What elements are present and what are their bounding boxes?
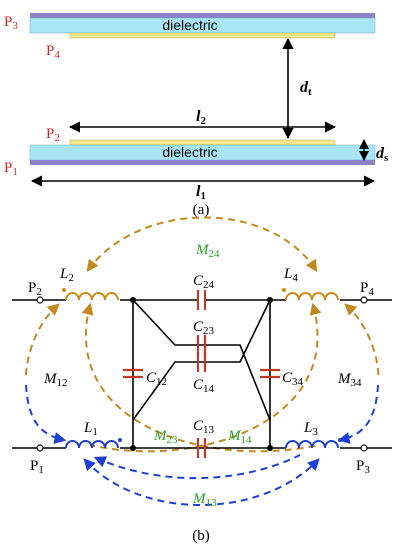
- mutual-m24-curve: [86, 216, 318, 273]
- label-p4: P4: [360, 280, 374, 298]
- l2-label: l2: [196, 108, 206, 127]
- junction-top-right: [267, 297, 273, 303]
- dot-l3: [338, 438, 342, 442]
- panel-b: M24 L2 L4 P2 P4 C24 C23 C12 C14 C34 M12 …: [12, 216, 392, 544]
- mutual-m34-curve-upper: [344, 303, 380, 381]
- inductor-l1: [65, 440, 119, 449]
- port-label-p3-top: P3: [4, 14, 18, 32]
- inductor-l4: [285, 292, 339, 301]
- label-c23: C23: [193, 319, 215, 337]
- capacitor-c24: [196, 290, 207, 310]
- label-l1: L1: [83, 420, 98, 438]
- label-l3: L3: [303, 420, 318, 438]
- label-l2: L2: [59, 266, 74, 284]
- mutual-m12-curve-lower: [25, 384, 67, 444]
- panel-a: dielectric dielectric P3 P4 P2 P1 dt l2 …: [4, 13, 389, 218]
- label-m13: M13: [192, 491, 217, 509]
- dielectric-label-top: dielectric: [162, 17, 217, 33]
- capacitor-c12: [123, 368, 143, 379]
- mutual-m12-curve-upper: [24, 303, 60, 381]
- dot-l4: [282, 288, 286, 292]
- wire-c14: [132, 299, 271, 421]
- l1-label: l1: [196, 183, 206, 202]
- label-m23: M23: [153, 428, 178, 446]
- label-p2: P2: [28, 280, 42, 298]
- mutual-m34-curve-lower: [337, 384, 379, 444]
- capacitor-c14: [196, 352, 207, 372]
- label-c14: C14: [193, 377, 215, 395]
- mutual-m23-curve: [81, 302, 321, 453]
- junction-top-left: [130, 297, 136, 303]
- bottom-ground-plane: [30, 160, 375, 165]
- label-c24: C24: [193, 273, 215, 291]
- junction-bottom-right: [267, 445, 273, 451]
- dot-l1: [118, 438, 122, 442]
- terminal-p4: [360, 296, 368, 304]
- wire-c23: [132, 299, 271, 421]
- port-label-p2: P2: [46, 126, 60, 144]
- label-c13: C13: [193, 418, 215, 436]
- capacitor-c34: [260, 368, 280, 379]
- capacitor-c23: [196, 335, 207, 355]
- capacitor-c13: [196, 438, 207, 458]
- dt-label: dt: [300, 79, 312, 98]
- top-strip: [69, 32, 336, 39]
- terminal-p2: [36, 296, 44, 304]
- ds-label: ds: [376, 145, 389, 164]
- junction-bottom-left: [130, 445, 136, 451]
- port-label-p4: P4: [46, 43, 60, 61]
- dielectric-label-bottom: dielectric: [162, 144, 217, 160]
- inductor-l3: [285, 440, 339, 449]
- label-p1: P1: [30, 458, 44, 476]
- caption-b: (b): [192, 528, 210, 544]
- mutual-m14-curve: [89, 302, 322, 453]
- terminal-p1: [36, 444, 44, 452]
- dot-l2: [62, 288, 66, 292]
- label-m12: M12: [43, 371, 68, 389]
- label-c34: C34: [282, 370, 304, 388]
- terminal-p3: [360, 444, 368, 452]
- label-c12: C12: [146, 370, 167, 388]
- label-m14: M14: [227, 428, 252, 446]
- label-l4: L4: [283, 266, 298, 284]
- label-p3: P3: [356, 458, 370, 476]
- caption-a: (a): [193, 202, 210, 218]
- port-label-p1: P1: [4, 160, 18, 178]
- label-m34: M34: [337, 371, 362, 389]
- top-ground-plane: [30, 13, 375, 18]
- label-m24: M24: [195, 242, 220, 260]
- mutual-m14-curve-blue: [93, 454, 301, 480]
- inductor-l2: [65, 292, 119, 301]
